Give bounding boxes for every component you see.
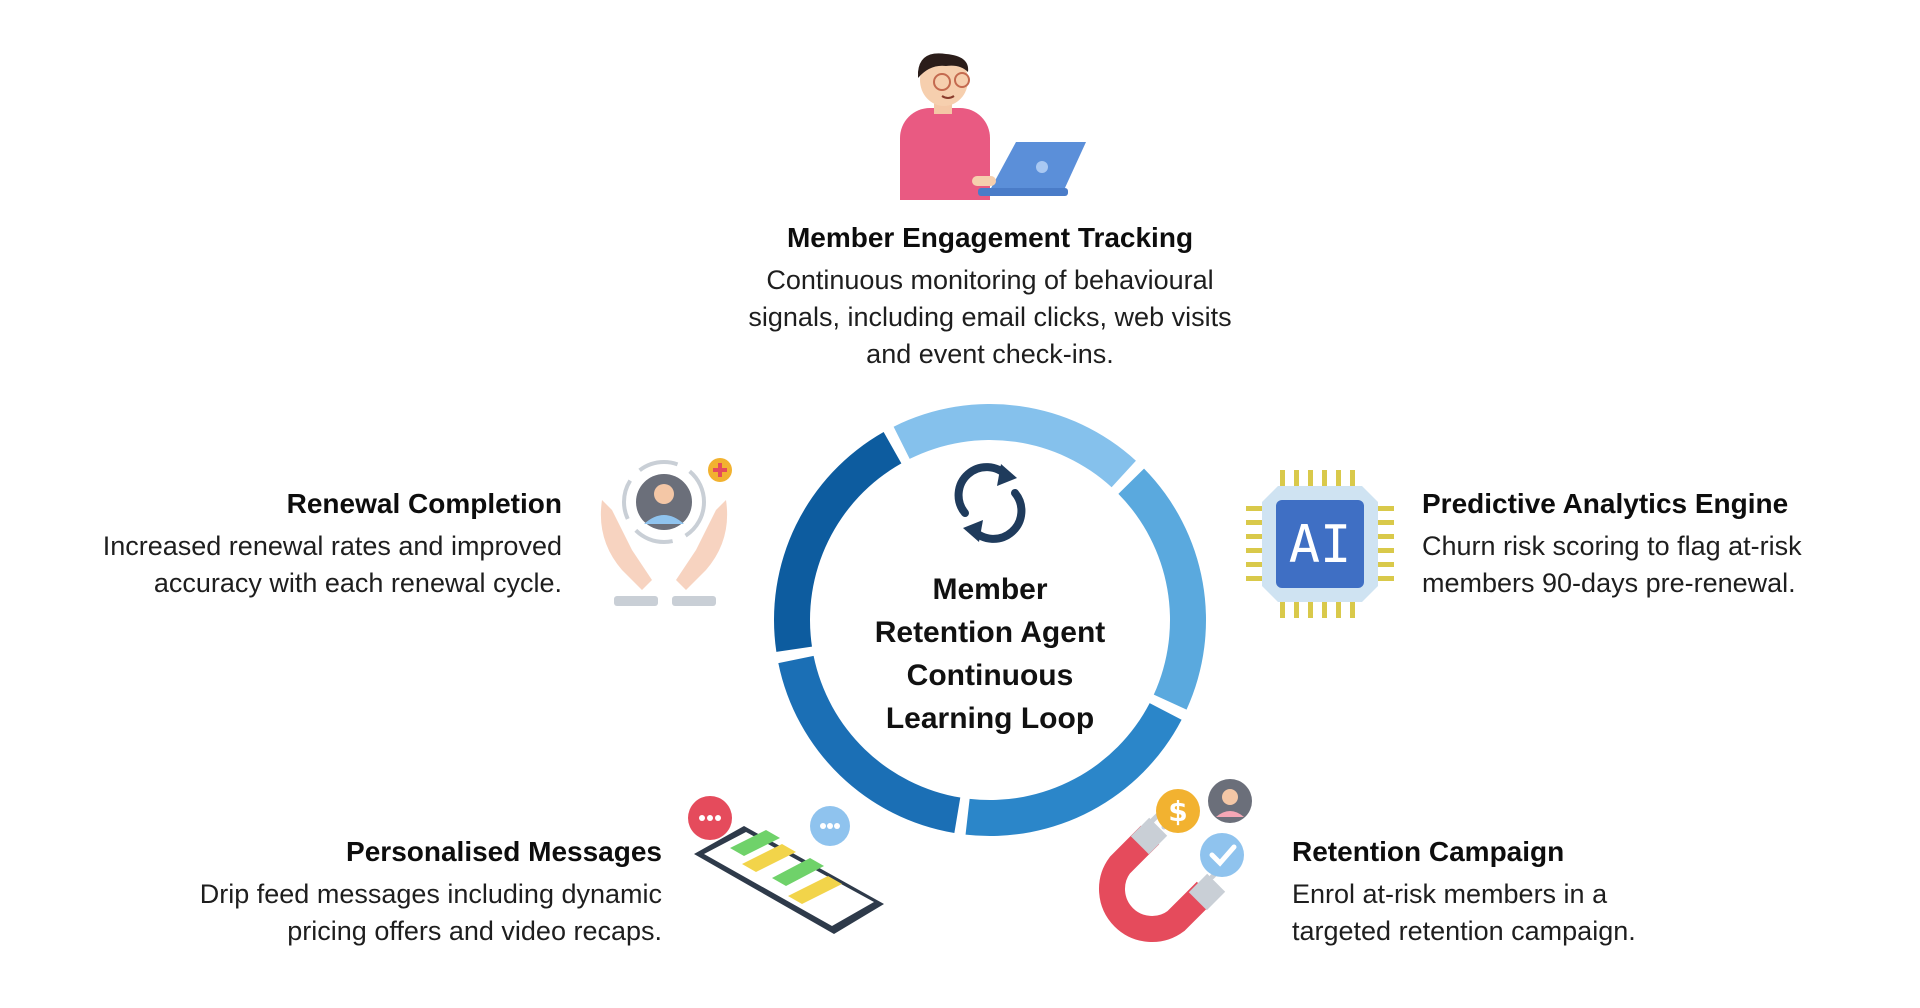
center-title-line: Learning Loop (885, 702, 1095, 735)
stage-description-line: Enrol at-risk members in a (1292, 879, 1608, 909)
svg-text:$: $ (1168, 795, 1187, 828)
stage-title: Predictive Analytics Engine (1422, 488, 1789, 519)
ring-segment-renewal (774, 432, 902, 652)
chip-label: AI (1289, 515, 1352, 575)
stage-description-line: pricing offers and video recaps. (287, 916, 662, 946)
hands-person-icon (600, 458, 732, 606)
person-laptop-icon (900, 53, 1086, 200)
stage-description-line: targeted retention campaign. (1292, 916, 1636, 946)
ring-segment-messages (778, 655, 961, 834)
stage-title: Member Engagement Tracking (786, 222, 1194, 253)
center-title-line: Retention Agent (874, 616, 1106, 649)
analytics-stage: Predictive Analytics Engine Churn risk s… (1422, 486, 1902, 602)
ring-segment-campaign (965, 703, 1182, 836)
stage-title: Personalised Messages (346, 836, 662, 867)
ring-segment-analytics (1118, 468, 1206, 710)
stage-description-line: signals, including email clicks, web vis… (748, 302, 1232, 332)
stage-title: Renewal Completion (286, 488, 562, 519)
stage-description-line: Continuous monitoring of behavioural (766, 265, 1214, 295)
ai-chip-icon: AI (1246, 470, 1394, 618)
stage-description-line: Churn risk scoring to flag at-risk (1422, 531, 1802, 561)
stage-description-line: and event check-ins. (866, 339, 1114, 369)
engagement-stage: Member Engagement Tracking Continuous mo… (700, 220, 1280, 373)
magnet-icon: $ (1099, 779, 1252, 942)
stage-title: Retention Campaign (1292, 836, 1565, 867)
messages-stage: Personalised Messages Drip feed messages… (120, 834, 662, 950)
stage-description-line: members 90-days pre-renewal. (1422, 568, 1796, 598)
refresh-cycle-icon (954, 463, 1026, 543)
ring-segment-engagement (893, 404, 1136, 488)
center-title-line: Member (932, 573, 1048, 606)
renewal-stage: Renewal Completion Increased renewal rat… (30, 486, 562, 602)
center-title: Member Retention Agent Continuous Learni… (820, 568, 1160, 740)
phone-chat-icon (688, 796, 884, 934)
stage-description-line: Drip feed messages including dynamic (199, 879, 662, 909)
campaign-stage: Retention Campaign Enrol at-risk members… (1292, 834, 1772, 950)
stage-description-line: Increased renewal rates and improved (102, 531, 562, 561)
stage-description-line: accuracy with each renewal cycle. (153, 568, 562, 598)
center-title-line: Continuous (906, 659, 1074, 692)
